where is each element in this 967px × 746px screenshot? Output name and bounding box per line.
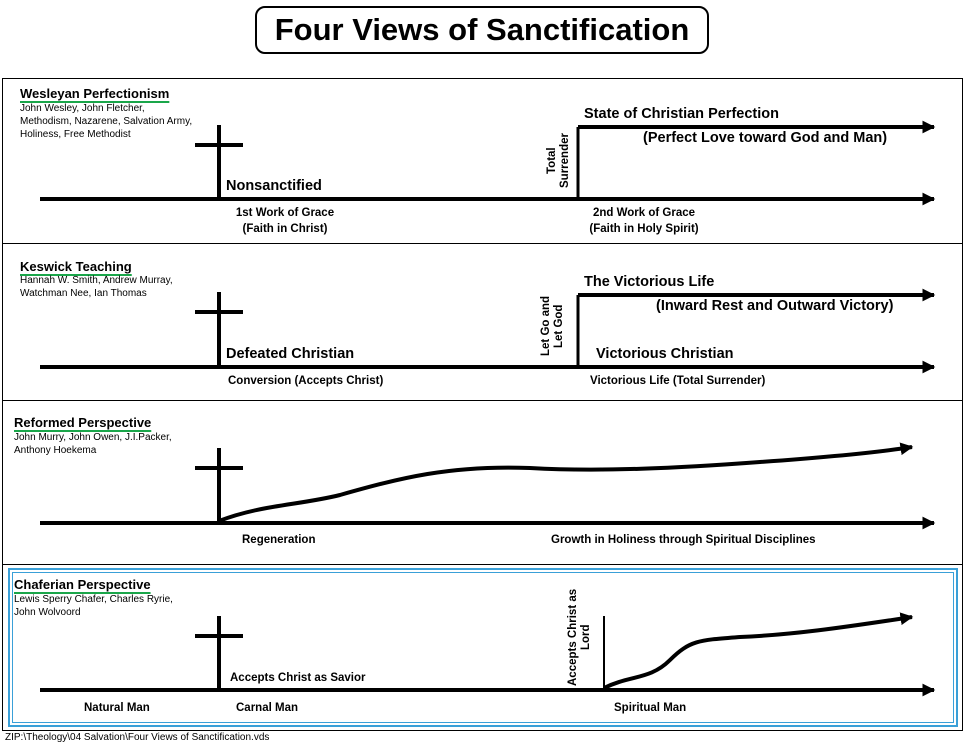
below-left-label: Conversion (Accepts Christ)	[228, 375, 384, 387]
pivot-label: Accepts Christ as Lord	[567, 588, 592, 686]
upper-subtitle: (Perfect Love toward God and Man)	[643, 130, 888, 146]
below-right-label: Spiritual Man	[614, 702, 687, 714]
left-state: Defeated Christian	[226, 346, 355, 362]
growth-curve	[218, 442, 914, 523]
right-state: Victorious Christian	[596, 346, 734, 362]
panel-names: Hannah W. Smith, Andrew Murray, Watchman…	[20, 275, 173, 299]
below-right-label: 2nd Work of Grace (Faith in Holy Spirit)	[589, 207, 699, 235]
cross-icon	[195, 448, 243, 523]
pivot-label: Let Go and Let God	[540, 295, 565, 357]
below-far-left-label: Natural Man	[84, 702, 150, 714]
page-title: Four Views of Sanctification	[255, 6, 709, 54]
cross-icon	[195, 616, 243, 690]
below-right-label: Growth in Holiness through Spiritual Dis…	[551, 534, 816, 546]
panel-names: John Wesley, John Fletcher, Methodism, N…	[20, 103, 193, 140]
below-left-label: Carnal Man	[236, 702, 298, 714]
panel-names: John Murry, John Owen, J.I.Packer, Antho…	[14, 432, 172, 456]
panel-heading: Wesleyan Perfectionism	[20, 86, 170, 101]
below-left-label: Regeneration	[242, 534, 316, 546]
left-state: Nonsanctified	[226, 178, 322, 194]
panel-names: Lewis Sperry Chafer, Charles Ryrie, John…	[14, 594, 173, 618]
below-right-label: Victorious Life (Total Surrender)	[590, 375, 766, 387]
panel-chaferian[interactable]	[2, 564, 963, 731]
cross-icon	[195, 125, 243, 199]
selection-outline	[8, 568, 958, 727]
panel-reformed	[2, 400, 963, 565]
panel-wesleyan	[2, 78, 963, 244]
panel-heading: Chaferian Perspective	[14, 577, 151, 592]
cross-icon	[195, 292, 243, 367]
upper-subtitle: (Inward Rest and Outward Victory)	[656, 298, 894, 314]
pivot-label: Total Surrender	[546, 133, 571, 189]
selection-outline-inner	[12, 572, 954, 723]
below-left-label: 1st Work of Grace (Faith in Christ)	[235, 207, 335, 235]
panel-heading: Reformed Perspective	[14, 415, 152, 430]
upper-title: The Victorious Life	[584, 274, 715, 290]
upper-title: State of Christian Perfection	[584, 106, 779, 122]
growth-curve	[603, 612, 914, 690]
panel-heading: Keswick Teaching	[20, 259, 132, 274]
file-path-footer: ZIP:\Theology\04 Salvation\Four Views of…	[5, 732, 270, 743]
above-left-label: Accepts Christ as Savior	[230, 672, 366, 684]
